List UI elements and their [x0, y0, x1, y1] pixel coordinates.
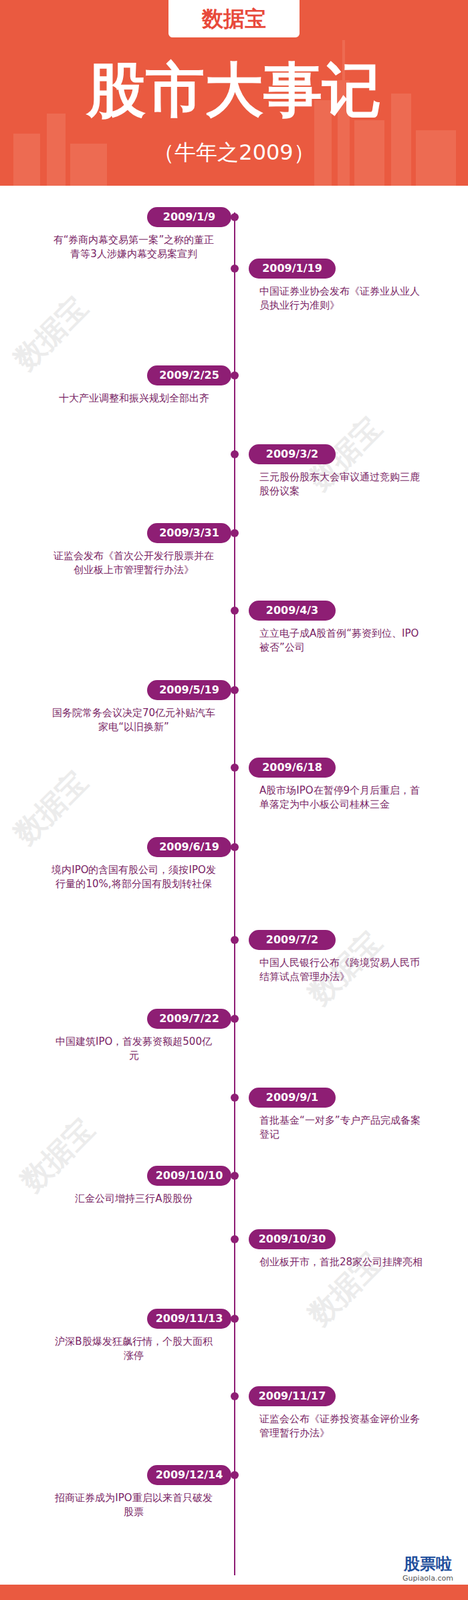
timeline-dot [230, 450, 239, 459]
date-pill: 2009/2/25 [147, 365, 232, 386]
timeline-event: 2009/6/19 境内IPO的含国有股公司，须按IPO发行量的10%,将部分国有… [46, 837, 232, 892]
timeline-event: 2009/5/19 国务院常务会议决定70亿元补贴汽车家电“以旧换新” [46, 680, 232, 735]
timeline-dots [230, 213, 239, 1481]
timeline-dot [230, 1236, 239, 1245]
watermark: 数据宝 [5, 288, 96, 380]
timeline-dot [230, 936, 239, 945]
date-pill: 2009/9/1 [248, 1088, 336, 1109]
event-description: 中国人民银行公布《跨境贸易人民币结算试点管理办法》 [259, 956, 427, 985]
logo-text: Gupiaola.com [394, 1575, 462, 1585]
timeline-event: 2009/4/3 立立电子成A股首例“募资到位、IPO被否”公司 [238, 601, 440, 656]
event-description: 有“券商内幕交易第一案”之称的董正青等3人涉嫌内幕交易案宣判 [50, 233, 217, 262]
timeline-event: 2009/3/31 证监会发布《首次公开发行股票并在创业板上市管理暂行办法》 [46, 523, 232, 578]
date-pill: 2009/1/19 [248, 258, 336, 279]
date-pill: 2009/3/31 [147, 523, 232, 544]
watermark: 数据宝 [5, 763, 96, 854]
date-pill: 2009/1/9 [147, 207, 232, 228]
timeline-event: 2009/10/30 创业板开市，首批28家公司挂牌亮相 [238, 1230, 440, 1271]
timeline-dot [230, 607, 239, 616]
timeline-event: 2009/9/1 首批基金“一对多”专户产品完成备案登记 [238, 1088, 440, 1143]
timeline-dot [230, 1015, 239, 1024]
timeline-dot [230, 371, 239, 380]
header-label: （牛年之2009） [0, 137, 468, 168]
watermark: 数据宝 [12, 1111, 103, 1202]
timeline-dot [230, 1472, 239, 1481]
event-description: 沪深B股爆发狂飙行情，个股大面积涨停 [50, 1335, 217, 1364]
date-pill: 2009/3/2 [248, 444, 336, 465]
date-pill: 2009/5/19 [147, 680, 232, 701]
timeline-event: 2009/6/18A股市场IPO在暂停9个月后重启，首单落定为中小板公司桂林三金 [238, 758, 440, 813]
date-pill: 2009/11/17 [248, 1387, 336, 1408]
event-description: 中国建筑IPO，首发募资额超500亿元 [50, 1035, 217, 1064]
event-description: 十大产业调整和振兴规划全部出齐 [50, 391, 217, 406]
timeline-event: 2009/1/9 有“券商内幕交易第一案”之称的董正青等3人涉嫌内幕交易案宣判 [46, 207, 232, 262]
footer-band [0, 1585, 468, 1600]
date-pill: 2009/11/13 [147, 1309, 232, 1330]
date-pill: 2009/10/10 [147, 1166, 232, 1187]
timeline-dot [230, 1094, 239, 1103]
timeline-dot [230, 213, 239, 222]
header-band [0, 0, 468, 186]
event-description: 境内IPO的含国有股公司，须按IPO发行量的10%,将部分国有股划转社保 [50, 863, 217, 892]
timeline-axis [234, 212, 236, 1577]
timeline-dot [230, 1393, 239, 1402]
event-description: 三元股份股东大会审议通过竞购三鹿股份议案 [259, 470, 427, 499]
date-pill: 2009/4/3 [248, 601, 336, 622]
timeline-dot [230, 529, 239, 538]
event-description: 中国证券业协会发布《证券业从业人员执业行为准则》 [259, 284, 427, 313]
timeline-dot [230, 1172, 239, 1181]
logo-text: 股票啦 [394, 1555, 462, 1576]
date-pill: 2009/6/19 [147, 837, 232, 858]
timeline-dot [230, 686, 239, 695]
event-description: 立立电子成A股首例“募资到位、IPO被否”公司 [259, 627, 427, 656]
timeline-event: 2009/10/10 汇金公司增持三行A股股份 [46, 1166, 232, 1207]
timeline-event: 2009/3/2 三元股份股东大会审议通过竞购三鹿股份议案 [238, 444, 440, 499]
timeline-dot [230, 843, 239, 852]
event-description: A股市场IPO在暂停9个月后重启，首单落定为中小板公司桂林三金 [259, 784, 427, 813]
timeline-event: 2009/12/14 招商证券成为IPO重启以来首只破发股票 [46, 1466, 232, 1521]
date-pill: 2009/7/2 [248, 930, 336, 951]
date-pill: 2009/7/22 [147, 1009, 232, 1030]
timeline-event: 2009/2/25 十大产业调整和振兴规划全部出齐 [46, 365, 232, 406]
timeline-event: 2009/7/2 中国人民银行公布《跨境贸易人民币结算试点管理办法》 [238, 930, 440, 985]
event-description: 国务院常务会议决定70亿元补贴汽车家电“以旧换新” [50, 706, 217, 735]
page-title: 股市大事记 [0, 56, 468, 124]
timeline-event: 2009/11/17 证监会公布《证券投资基金评价业务管理暂行办法》 [238, 1387, 440, 1442]
event-description: 招商证券成为IPO重启以来首只破发股票 [50, 1492, 217, 1521]
event-description: 证监会公布《证券投资基金评价业务管理暂行办法》 [259, 1413, 427, 1442]
event-description: 首批基金“一对多”专户产品完成备案登记 [259, 1114, 427, 1143]
date-pill: 2009/12/14 [147, 1466, 232, 1487]
timeline-event: 2009/1/19 中国证券业协会发布《证券业从业人员执业行为准则》 [238, 258, 440, 313]
timeline-dot [230, 1315, 239, 1324]
date-pill: 2009/10/30 [248, 1230, 336, 1251]
timeline-dot [230, 764, 239, 773]
timeline-event: 2009/11/13 沪深B股爆发狂飙行情，个股大面积涨停 [46, 1309, 232, 1364]
date-pill: 2009/6/18 [248, 758, 336, 779]
event-description: 汇金公司增持三行A股股份 [50, 1192, 217, 1207]
event-description: 创业板开市，首批28家公司挂牌亮相 [259, 1256, 427, 1271]
timeline-event: 2009/7/22 中国建筑IPO，首发募资额超500亿元 [46, 1009, 232, 1064]
timeline-dot [230, 264, 239, 273]
event-description: 证监会发布《首次公开发行股票并在创业板上市管理暂行办法》 [50, 549, 217, 578]
header-label: 数据宝 [168, 0, 300, 38]
